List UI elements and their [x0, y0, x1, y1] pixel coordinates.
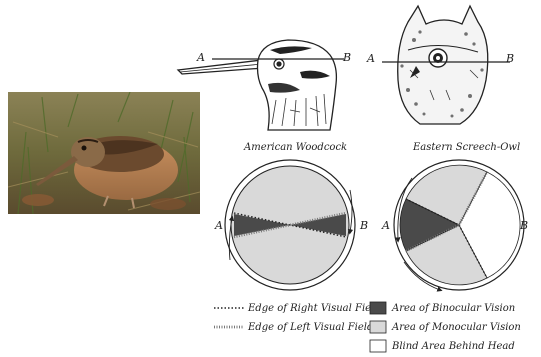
legend-monocular-swatch	[370, 321, 386, 333]
woodcock-visual-field	[225, 160, 355, 290]
legend-blind-swatch	[370, 340, 386, 352]
owl-head-label-a: A	[366, 52, 375, 65]
woodcock-circle-label-b: B	[359, 219, 368, 232]
woodcock-head-label-b: B	[342, 51, 351, 64]
owl-circle-label-a: A	[381, 219, 390, 232]
legend-monocular-label: Area of Monocular Vision	[391, 322, 521, 333]
legend-binocular-swatch	[370, 302, 386, 314]
woodcock-head-label-a: A	[196, 51, 205, 64]
legend-right-edge-label: Edge of Right Visual Field	[247, 303, 381, 314]
woodcock-caption: American Woodcock	[243, 142, 347, 153]
woodcock-circle-label-a: A	[214, 219, 223, 232]
owl-visual-field	[394, 160, 524, 290]
owl-head-drawing	[382, 6, 510, 124]
legend: Edge of Right Visual Field Edge of Left …	[214, 302, 521, 352]
legend-binocular-label: Area of Binocular Vision	[391, 303, 515, 314]
legend-blind-label: Blind Area Behind Head	[391, 341, 515, 352]
owl-head-label-b: B	[505, 52, 514, 65]
owl-caption: Eastern Screech-Owl	[412, 142, 520, 153]
legend-left-edge-label: Edge of Left Visual Field	[247, 322, 373, 333]
owl-circle-label-b: B	[519, 219, 528, 232]
